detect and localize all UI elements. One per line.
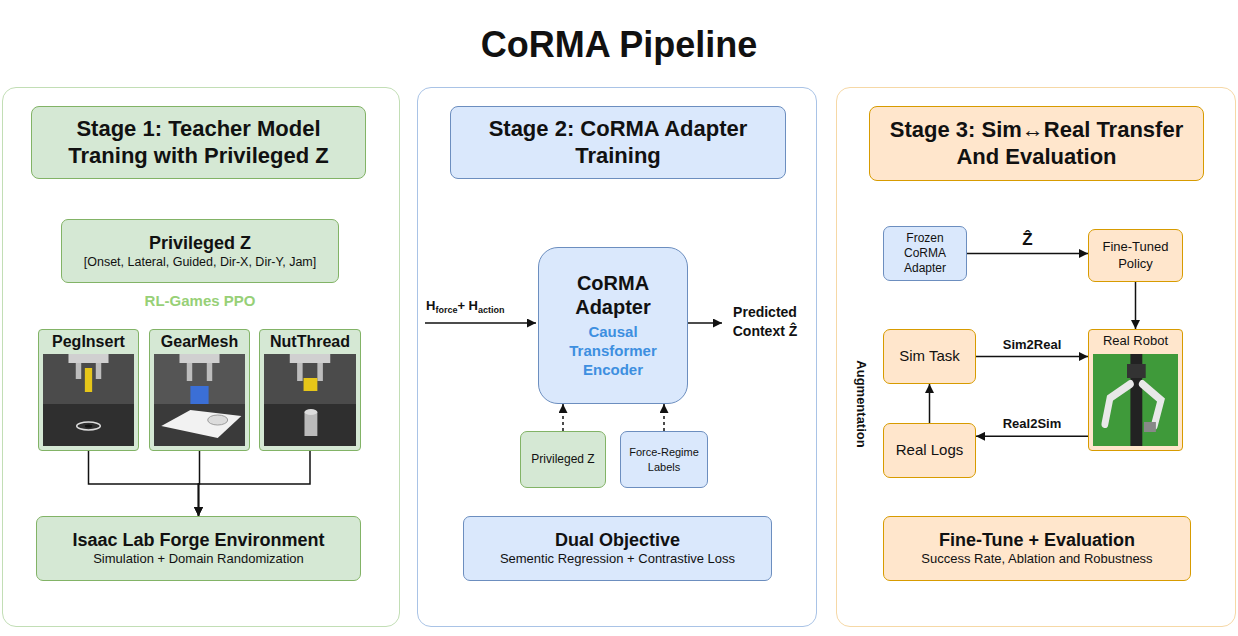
process-box: Privileged Z[Onset, Lateral, Guided, Dir… xyxy=(61,219,339,283)
connector xyxy=(1135,282,1137,329)
illustration xyxy=(1093,354,1178,446)
node-title: Force-Regime Labels xyxy=(626,445,702,474)
node-title: Sim Task xyxy=(899,347,960,366)
connector xyxy=(929,384,931,423)
stage-heading-text: Stage 1: Teacher Model Traning with Priv… xyxy=(44,116,353,170)
image-caption: Real Robot xyxy=(1089,333,1182,348)
edge-label: Sim2Real xyxy=(1003,336,1062,351)
input-label: Hforce+ Haction xyxy=(426,298,546,315)
stage-heading-text: Stage 2: CoRMA Adapter Training xyxy=(463,116,773,170)
illustration xyxy=(264,354,356,446)
task-illustration xyxy=(1093,354,1178,450)
process-box: Isaac Lab Forge EnvironmentSimulation + … xyxy=(36,516,361,581)
node-subtitle: [Onset, Lateral, Guided, Dir-X, Dir-Y, J… xyxy=(84,254,317,270)
process-box: Sim Task xyxy=(883,329,976,384)
node-subtitle: Simulation + Domain Randomization xyxy=(93,551,304,568)
stage-heading: Stage 3: Sim↔Real Transfer And Evaluatio… xyxy=(869,106,1204,181)
connector xyxy=(976,436,1088,438)
stage-panel: Stage 1: Teacher Model Traning with Priv… xyxy=(2,87,400,627)
image-box: Real Robot xyxy=(1088,329,1183,451)
image-box: NutThread xyxy=(259,329,361,451)
input-arrow xyxy=(425,322,536,324)
connector xyxy=(199,451,200,516)
diagram-title: CoRMA Pipeline xyxy=(0,24,1238,66)
stage-panel: Stage 2: CoRMA Adapter TrainingCoRMA Ada… xyxy=(417,87,817,627)
node-title: CoRMA Adapter xyxy=(544,271,682,319)
task-illustration xyxy=(264,354,356,450)
task-illustration xyxy=(154,354,245,450)
illustration xyxy=(154,354,245,446)
node-title: Privileged Z xyxy=(531,452,594,467)
image-caption: PegInsert xyxy=(39,333,138,351)
image-box: GearMesh xyxy=(149,329,250,451)
node-subtitle: Sementic Regression + Contrastive Loss xyxy=(500,551,735,568)
connector xyxy=(562,404,564,431)
process-box: CoRMA AdapterCausal Transformer Encoder xyxy=(538,247,688,404)
stage-heading: Stage 1: Teacher Model Traning with Priv… xyxy=(31,106,366,179)
stage-panel: Stage 3: Sim↔Real Transfer And Evaluatio… xyxy=(836,87,1236,627)
stage-heading: Stage 2: CoRMA Adapter Training xyxy=(450,106,786,179)
output-label: Predicted Context Ẑ xyxy=(722,303,808,341)
node-title: Isaac Lab Forge Environment xyxy=(72,529,324,552)
process-box: Fine-Tune + EvaluationSuccess Rate, Abla… xyxy=(883,516,1191,581)
illustration xyxy=(43,354,134,446)
edge-label: Ẑ xyxy=(1022,230,1032,250)
input-label-part: + H xyxy=(457,298,478,313)
connector xyxy=(199,451,311,516)
connector xyxy=(967,253,1088,255)
process-box: Privileged Z xyxy=(520,431,606,488)
output-arrow xyxy=(688,322,722,324)
node-title: Frozen CoRMA Adapter xyxy=(889,231,961,276)
input-label-part: force xyxy=(435,305,457,315)
input-label-part: H xyxy=(426,298,435,313)
edge-label: Real2Sim xyxy=(1003,416,1062,431)
algorithm-label: RL-Games PPO xyxy=(100,292,300,309)
task-illustration xyxy=(43,354,134,450)
node-title: Dual Objective xyxy=(555,529,680,552)
connector xyxy=(663,404,665,431)
process-box: Fine-Tuned Policy xyxy=(1088,229,1183,282)
node-title: Real Logs xyxy=(896,441,964,460)
node-subtitle: Causal Transformer Encoder xyxy=(544,323,682,379)
input-label-part: action xyxy=(478,305,505,315)
process-box: Force-Regime Labels xyxy=(620,431,708,488)
node-subtitle: Success Rate, Ablation and Robustness xyxy=(921,551,1152,568)
stage-heading-text: Stage 3: Sim↔Real Transfer And Evaluatio… xyxy=(882,117,1191,171)
node-title: Fine-Tune + Evaluation xyxy=(939,529,1135,552)
image-caption: NutThread xyxy=(260,333,360,351)
image-caption: GearMesh xyxy=(150,333,249,351)
image-box: PegInsert xyxy=(38,329,139,451)
process-box: Real Logs xyxy=(883,423,976,478)
process-box: Dual ObjectiveSementic Regression + Cont… xyxy=(463,516,772,581)
edge-label: Augmentation xyxy=(854,360,869,447)
node-title: Fine-Tuned Policy xyxy=(1094,239,1177,273)
node-title: Privileged Z xyxy=(149,232,251,255)
connector xyxy=(89,451,199,516)
process-box: Frozen CoRMA Adapter xyxy=(883,226,967,281)
connector xyxy=(976,356,1088,358)
